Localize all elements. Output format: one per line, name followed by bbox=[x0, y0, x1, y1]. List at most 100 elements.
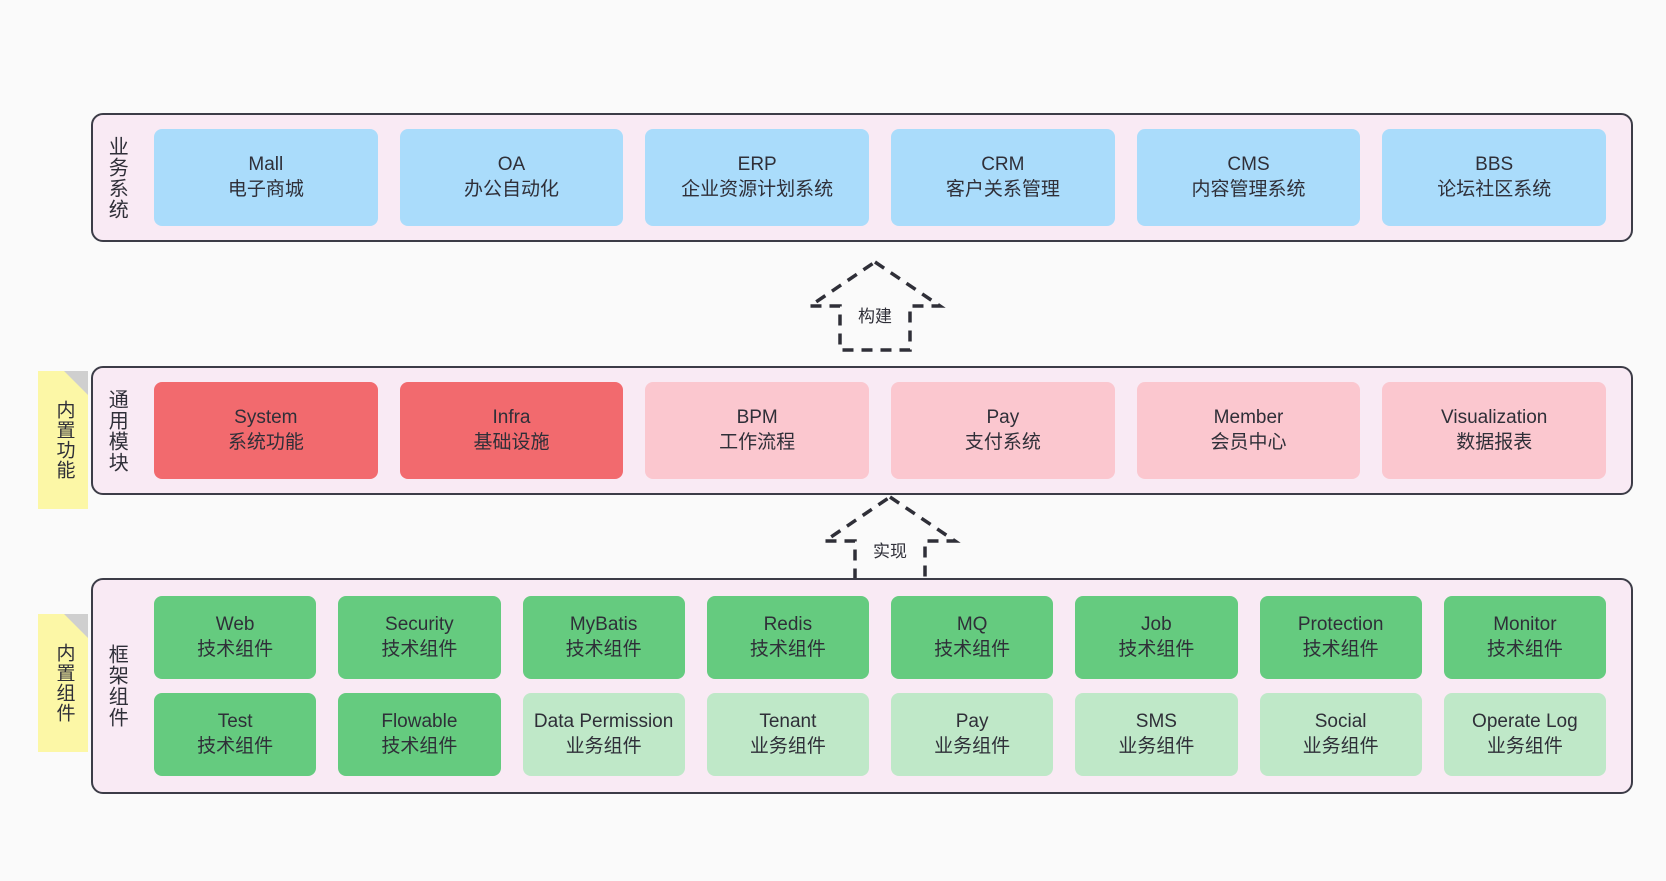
node-subtitle: 会员中心 bbox=[1210, 431, 1287, 453]
node-title: Social bbox=[1314, 711, 1367, 733]
node-title: CMS bbox=[1227, 154, 1270, 176]
node-bbs[interactable]: BBS 论坛社区系统 bbox=[1382, 129, 1607, 226]
node-title: Pay bbox=[986, 407, 1020, 429]
node-subtitle: 业务组件 bbox=[749, 735, 826, 757]
node-subtitle: 电子商城 bbox=[227, 178, 304, 200]
node-visualization[interactable]: Visualization 数据报表 bbox=[1382, 382, 1607, 479]
node-subtitle: 系统功能 bbox=[227, 431, 304, 453]
node-title: Mall bbox=[248, 154, 284, 176]
node-title: Operate Log bbox=[1472, 711, 1578, 733]
node-title: Infra bbox=[492, 407, 531, 429]
node-title: Visualization bbox=[1441, 407, 1548, 429]
node-subtitle: 业务组件 bbox=[565, 735, 642, 757]
node-title: Security bbox=[385, 614, 454, 636]
node-tenant[interactable]: Tenant 业务组件 bbox=[706, 693, 869, 776]
node-mall[interactable]: Mall 电子商城 bbox=[154, 129, 378, 226]
node-subtitle: 业务组件 bbox=[1118, 735, 1195, 757]
node-title: MyBatis bbox=[569, 614, 638, 636]
node-title: ERP bbox=[737, 154, 777, 176]
node-subtitle: 业务组件 bbox=[1302, 735, 1379, 757]
node-subtitle: 支付系统 bbox=[964, 431, 1041, 453]
node-subtitle: 技术组件 bbox=[197, 638, 274, 660]
node-operate-log[interactable]: Operate Log 业务组件 bbox=[1443, 693, 1606, 776]
node-subtitle: 业务组件 bbox=[934, 735, 1011, 757]
node-infra[interactable]: Infra 基础设施 bbox=[399, 382, 624, 479]
node-title: BPM bbox=[736, 407, 778, 429]
node-subtitle: 技术组件 bbox=[197, 735, 274, 757]
node-title: Data Permission bbox=[533, 711, 674, 733]
node-subtitle: 技术组件 bbox=[1486, 638, 1563, 660]
node-security[interactable]: Security 技术组件 bbox=[338, 596, 501, 679]
node-erp[interactable]: ERP 企业资源计划系统 bbox=[645, 129, 870, 226]
note-builtin-component: 内置组件 bbox=[38, 614, 88, 752]
node-test[interactable]: Test 技术组件 bbox=[154, 693, 317, 776]
node-title: SMS bbox=[1135, 711, 1177, 733]
note-fold-corner-icon bbox=[64, 371, 88, 395]
node-member[interactable]: Member 会员中心 bbox=[1136, 382, 1361, 479]
layer-title-framework-component: 框架组件 bbox=[105, 644, 128, 728]
layer-business-system: 业务系统 Mall 电子商城 OA 办公自动化 ERP 企业资源计划系统 CRM… bbox=[91, 113, 1633, 242]
node-protection[interactable]: Protection 技术组件 bbox=[1259, 596, 1422, 679]
node-subtitle: 工作流程 bbox=[719, 431, 796, 453]
node-monitor[interactable]: Monitor 技术组件 bbox=[1443, 596, 1606, 679]
node-mybatis[interactable]: MyBatis 技术组件 bbox=[522, 596, 685, 679]
node-title: Test bbox=[217, 711, 253, 733]
node-job[interactable]: Job 技术组件 bbox=[1075, 596, 1238, 679]
node-title: Tenant bbox=[759, 711, 817, 733]
node-pay-component[interactable]: Pay 业务组件 bbox=[891, 693, 1054, 776]
node-subtitle: 技术组件 bbox=[1302, 638, 1379, 660]
node-subtitle: 技术组件 bbox=[565, 638, 642, 660]
node-redis[interactable]: Redis 技术组件 bbox=[706, 596, 869, 679]
node-title: OA bbox=[497, 154, 526, 176]
layer-items-framework-component: Web 技术组件 Security 技术组件 MyBatis 技术组件 Redi… bbox=[139, 580, 1631, 792]
node-system[interactable]: System 系统功能 bbox=[154, 382, 378, 479]
node-web[interactable]: Web 技术组件 bbox=[154, 596, 317, 679]
node-subtitle: 技术组件 bbox=[1118, 638, 1195, 660]
node-mq[interactable]: MQ 技术组件 bbox=[891, 596, 1054, 679]
node-title: Web bbox=[215, 614, 255, 636]
note-label: 内置功能 bbox=[53, 400, 75, 480]
node-title: System bbox=[234, 407, 298, 429]
node-subtitle: 客户关系管理 bbox=[945, 178, 1060, 200]
node-cms[interactable]: CMS 内容管理系统 bbox=[1136, 129, 1361, 226]
node-title: Pay bbox=[955, 711, 989, 733]
layer-common-module: 通用模块 System 系统功能 Infra 基础设施 BPM 工作流程 Pay… bbox=[91, 366, 1633, 495]
hollow-triangle-arrow-icon bbox=[819, 494, 961, 587]
connector-build: 构建 bbox=[795, 258, 955, 354]
note-label: 内置组件 bbox=[53, 643, 75, 723]
node-subtitle: 论坛社区系统 bbox=[1437, 178, 1552, 200]
node-title: Monitor bbox=[1493, 614, 1557, 636]
node-subtitle: 技术组件 bbox=[381, 735, 458, 757]
hollow-triangle-arrow-icon bbox=[804, 259, 946, 352]
node-bpm[interactable]: BPM 工作流程 bbox=[645, 382, 870, 479]
node-social[interactable]: Social 业务组件 bbox=[1259, 693, 1422, 776]
node-title: Flowable bbox=[381, 711, 458, 733]
connector-implement: 实现 bbox=[810, 493, 970, 589]
layer-title-common-module: 通用模块 bbox=[105, 388, 128, 473]
node-oa[interactable]: OA 办公自动化 bbox=[399, 129, 624, 226]
node-title: Redis bbox=[763, 614, 813, 636]
node-data-permission[interactable]: Data Permission 业务组件 bbox=[522, 693, 685, 776]
node-crm[interactable]: CRM 客户关系管理 bbox=[891, 129, 1115, 226]
node-subtitle: 企业资源计划系统 bbox=[681, 178, 834, 200]
node-title: MQ bbox=[956, 614, 988, 636]
node-subtitle: 技术组件 bbox=[381, 638, 458, 660]
node-sms[interactable]: SMS 业务组件 bbox=[1075, 693, 1238, 776]
node-subtitle: 办公自动化 bbox=[464, 178, 560, 200]
note-fold-corner-icon bbox=[64, 614, 88, 638]
node-subtitle: 内容管理系统 bbox=[1191, 178, 1306, 200]
node-flowable[interactable]: Flowable 技术组件 bbox=[338, 693, 501, 776]
node-subtitle: 技术组件 bbox=[934, 638, 1011, 660]
node-title: Job bbox=[1141, 614, 1172, 636]
node-title: Protection bbox=[1297, 614, 1384, 636]
framework-business-row: Test 技术组件 Flowable 技术组件 Data Permission … bbox=[143, 693, 1617, 776]
node-pay-module[interactable]: Pay 支付系统 bbox=[891, 382, 1115, 479]
layer-title-business-system: 业务系统 bbox=[105, 135, 128, 220]
framework-tech-row: Web 技术组件 Security 技术组件 MyBatis 技术组件 Redi… bbox=[143, 596, 1617, 679]
layer-items-common-module: System 系统功能 Infra 基础设施 BPM 工作流程 Pay 支付系统… bbox=[139, 368, 1631, 493]
connector-label-implement: 实现 bbox=[873, 542, 907, 561]
layer-framework-component: 框架组件 Web 技术组件 Security 技术组件 MyBatis 技术组件… bbox=[91, 578, 1633, 794]
node-subtitle: 技术组件 bbox=[749, 638, 826, 660]
node-title: BBS bbox=[1475, 154, 1514, 176]
